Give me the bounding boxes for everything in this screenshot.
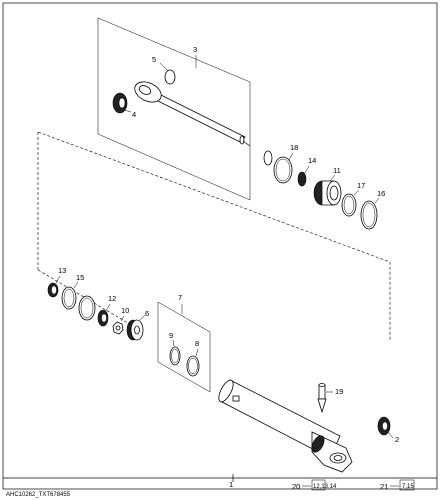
callout-1: 1: [229, 480, 233, 489]
ref-20-box: [311, 479, 326, 491]
ring-8: [186, 355, 200, 377]
piston-6: [126, 319, 144, 341]
callout-9: 9: [169, 331, 173, 340]
diagram-frame: [2, 2, 438, 490]
gland-11: [313, 180, 342, 206]
callout-12: 12: [108, 294, 116, 303]
callout-15: 15: [76, 273, 84, 282]
ring-16: [360, 200, 378, 230]
cylinder-barrel: [218, 379, 353, 473]
ring-9: [169, 346, 181, 366]
ref-21-box: [399, 479, 415, 491]
callout-19: 19: [335, 387, 343, 396]
callout-7: 7: [178, 293, 182, 302]
rod-assembly-box: [97, 17, 251, 201]
callout-11: 11: [333, 166, 341, 175]
figure-id: AHC10262_TXT678455: [6, 492, 71, 498]
alignment-line-right: [37, 131, 391, 340]
callout-13-bottom: 13: [58, 266, 66, 275]
grease-fitting-19: [317, 383, 327, 414]
piston-rod: [134, 81, 251, 147]
callout-10: 10: [121, 306, 129, 315]
snap-ring-5: [164, 69, 176, 85]
ring-13: [47, 282, 59, 298]
callout-5: 5: [152, 55, 156, 64]
bushing-4: [112, 92, 128, 114]
seal-kit-box: [157, 301, 211, 393]
nut-10: [112, 321, 124, 335]
callout-2: 2: [395, 435, 399, 444]
callout-8: 8: [195, 339, 199, 348]
piston-12: [97, 309, 109, 327]
callout-18: 18: [290, 143, 298, 152]
seal-14: [297, 171, 307, 187]
seal-ring-large: [78, 295, 96, 321]
seal-18: [273, 156, 293, 184]
ref-21-label: 21: [380, 482, 388, 491]
ring-15: [61, 286, 77, 310]
ref-20-items: 12,13,14: [313, 484, 337, 490]
ring-17: [341, 193, 357, 217]
callout-16: 16: [377, 189, 385, 198]
callout-6: 6: [145, 309, 149, 318]
wiper-ring: [263, 150, 273, 166]
callout-17: 17: [357, 181, 365, 190]
callout-3: 3: [193, 45, 197, 54]
bushing-2: [377, 416, 391, 436]
callout-4: 4: [132, 110, 136, 119]
ref-20-label: 20: [292, 482, 300, 491]
ref-21-items: 7,15: [402, 484, 414, 490]
callout-14: 14: [308, 156, 316, 165]
